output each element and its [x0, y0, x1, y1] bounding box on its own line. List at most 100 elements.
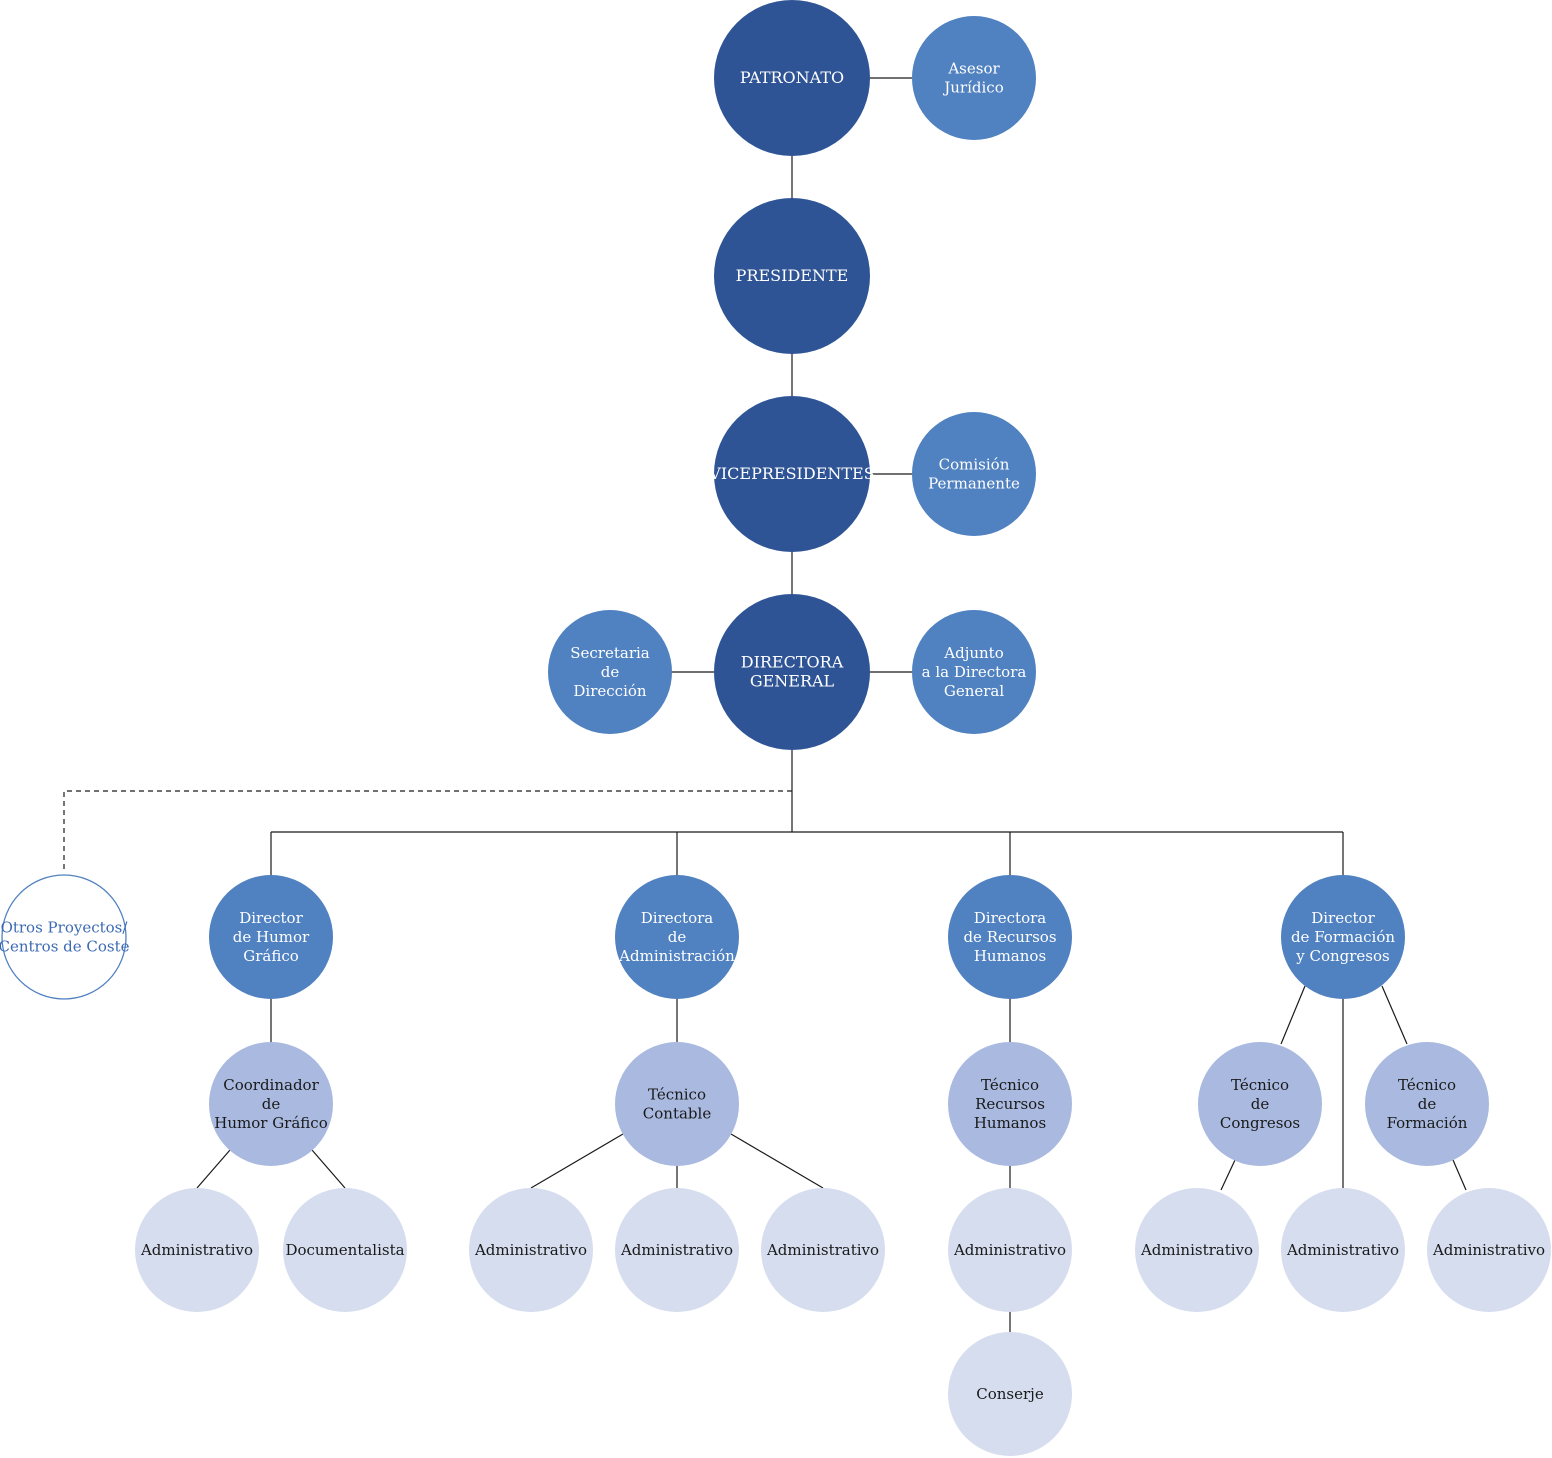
node-rrhh-conserje-circle: [948, 1332, 1072, 1456]
node-admin-administrativo-3-circle: [761, 1188, 885, 1312]
node-admin-administrativo-2: Administrativo: [615, 1188, 739, 1312]
node-tec-congresos-label-3: Congresos: [1220, 1114, 1300, 1132]
node-tec-congresos-label-1: Técnico: [1231, 1076, 1289, 1094]
node-formacion-administrativo: Administrativo: [1281, 1188, 1405, 1312]
node-dir-formacion-label-1: Director: [1311, 909, 1375, 927]
node-presidente-circle: [714, 198, 870, 354]
node-dir-rrhh-label-2: de Recursos: [963, 928, 1056, 946]
node-secretaria-label-3: Dirección: [573, 682, 647, 700]
connectors: [63, 77, 1467, 1332]
node-vicepresidentes-label-1: VICEPRESIDENTES: [708, 464, 874, 483]
node-adjunto-label-2: a la Directora: [922, 663, 1027, 681]
node-rrhh-administrativo: Administrativo: [948, 1188, 1072, 1312]
node-tecform-administrativo-label-1: Administrativo: [1432, 1241, 1545, 1259]
node-patronato-circle: [714, 0, 870, 156]
node-dir-rrhh-circle: [948, 875, 1072, 999]
node-otros: Otros Proyectos/Centros de Coste: [0, 874, 130, 1000]
node-humor-documentalista-circle: [283, 1188, 407, 1312]
node-patronato: PATRONATO: [714, 0, 870, 156]
connector-coordinador-administrativo: [196, 1149, 231, 1189]
node-formacion-administrativo-circle: [1281, 1188, 1405, 1312]
node-otros-circle: [1, 874, 127, 1000]
node-humor-administrativo-circle: [135, 1188, 259, 1312]
node-admin-administrativo-1-label-1: Administrativo: [474, 1241, 587, 1259]
node-comision-label-1: Comisión: [939, 456, 1010, 474]
connector-formacion-congresos: [1280, 985, 1306, 1045]
connector-formacion-tecformacion: [1381, 985, 1408, 1045]
node-adjunto-label-3: General: [944, 682, 1005, 700]
node-dir-formacion-label-2: de Formación: [1291, 928, 1395, 946]
connector-congresos-administrativo: [1220, 1159, 1236, 1191]
node-asesor-label-1: Asesor: [947, 60, 1000, 78]
node-admin-administrativo-3: Administrativo: [761, 1188, 885, 1312]
node-dir-rrhh-label-1: Directora: [974, 909, 1047, 927]
node-patronato-label-1: PATRONATO: [740, 68, 844, 87]
node-tecform-administrativo-circle: [1427, 1188, 1551, 1312]
node-adjunto-label-1: Adjunto: [943, 644, 1003, 662]
node-admin-administrativo-1-circle: [469, 1188, 593, 1312]
node-rrhh-administrativo-label-1: Administrativo: [953, 1241, 1066, 1259]
node-dir-formacion-circle: [1281, 875, 1405, 999]
node-presidente-label-1: PRESIDENTE: [736, 266, 849, 285]
node-tec-formacion-label-3: Formación: [1387, 1114, 1468, 1132]
node-tec-formacion-label-1: Técnico: [1398, 1076, 1456, 1094]
node-dir-humor-circle: [209, 875, 333, 999]
node-tec-congresos-circle: [1198, 1042, 1322, 1166]
node-otros-label-1: Otros Proyectos/: [1, 919, 129, 937]
node-asesor-circle: [912, 16, 1036, 140]
node-dir-admin-label-3: Administración: [618, 947, 735, 965]
node-humor-documentalista-label-1: Documentalista: [285, 1241, 404, 1259]
node-tec-formacion-circle: [1365, 1042, 1489, 1166]
node-presidente: PRESIDENTE: [714, 198, 870, 354]
node-directora-general-circle: [714, 594, 870, 750]
node-congresos-administrativo: Administrativo: [1135, 1188, 1259, 1312]
connector-coordinador-documentalista: [311, 1149, 346, 1189]
node-rrhh-conserje: Conserje: [948, 1332, 1072, 1456]
connector-contable-administrativo-1: [530, 1133, 624, 1189]
node-rrhh-conserje-label-1: Conserje: [976, 1385, 1044, 1403]
node-dir-admin-label-1: Directora: [641, 909, 714, 927]
node-tec-formacion-label-2: de: [1418, 1095, 1437, 1113]
connector-tecformacion-administrativo: [1452, 1159, 1467, 1191]
node-secretaria-label-1: Secretaria: [570, 644, 650, 662]
node-admin-administrativo-3-label-1: Administrativo: [766, 1241, 879, 1259]
node-dir-rrhh-label-3: Humanos: [974, 947, 1046, 965]
node-humor-administrativo: Administrativo: [135, 1188, 259, 1312]
node-formacion-administrativo-label-1: Administrativo: [1286, 1241, 1399, 1259]
connector-contable-administrativo-3: [730, 1133, 824, 1189]
node-dir-formacion-label-3: y Congresos: [1295, 947, 1390, 965]
node-tec-rrhh-circle: [948, 1042, 1072, 1166]
node-coord-humor-circle: [209, 1042, 333, 1166]
node-tec-rrhh-label-3: Humanos: [974, 1114, 1046, 1132]
node-coord-humor-label-2: de: [262, 1095, 281, 1113]
node-secretaria-circle: [548, 610, 672, 734]
node-tecform-administrativo: Administrativo: [1427, 1188, 1551, 1312]
node-tec-contable-label-1: Técnico: [648, 1086, 706, 1104]
node-congresos-administrativo-label-1: Administrativo: [1140, 1241, 1253, 1259]
node-directora-general-label-1: DIRECTORA: [741, 653, 844, 672]
node-tec-rrhh-label-1: Técnico: [981, 1076, 1039, 1094]
node-tec-contable-label-2: Contable: [643, 1105, 712, 1123]
node-adjunto-circle: [912, 610, 1036, 734]
node-dir-humor-label-3: Gráfico: [243, 947, 299, 965]
node-tec-contable-circle: [615, 1042, 739, 1166]
node-dir-admin-label-2: de: [668, 928, 687, 946]
node-secretaria-label-2: de: [601, 663, 620, 681]
node-vicepresidentes: VICEPRESIDENTES: [708, 396, 875, 552]
node-comision-label-2: Permanente: [928, 475, 1020, 493]
node-coord-humor-label-1: Coordinador: [223, 1076, 319, 1094]
node-dir-admin-circle: [615, 875, 739, 999]
node-rrhh-administrativo-circle: [948, 1188, 1072, 1312]
node-admin-administrativo-2-label-1: Administrativo: [620, 1241, 733, 1259]
